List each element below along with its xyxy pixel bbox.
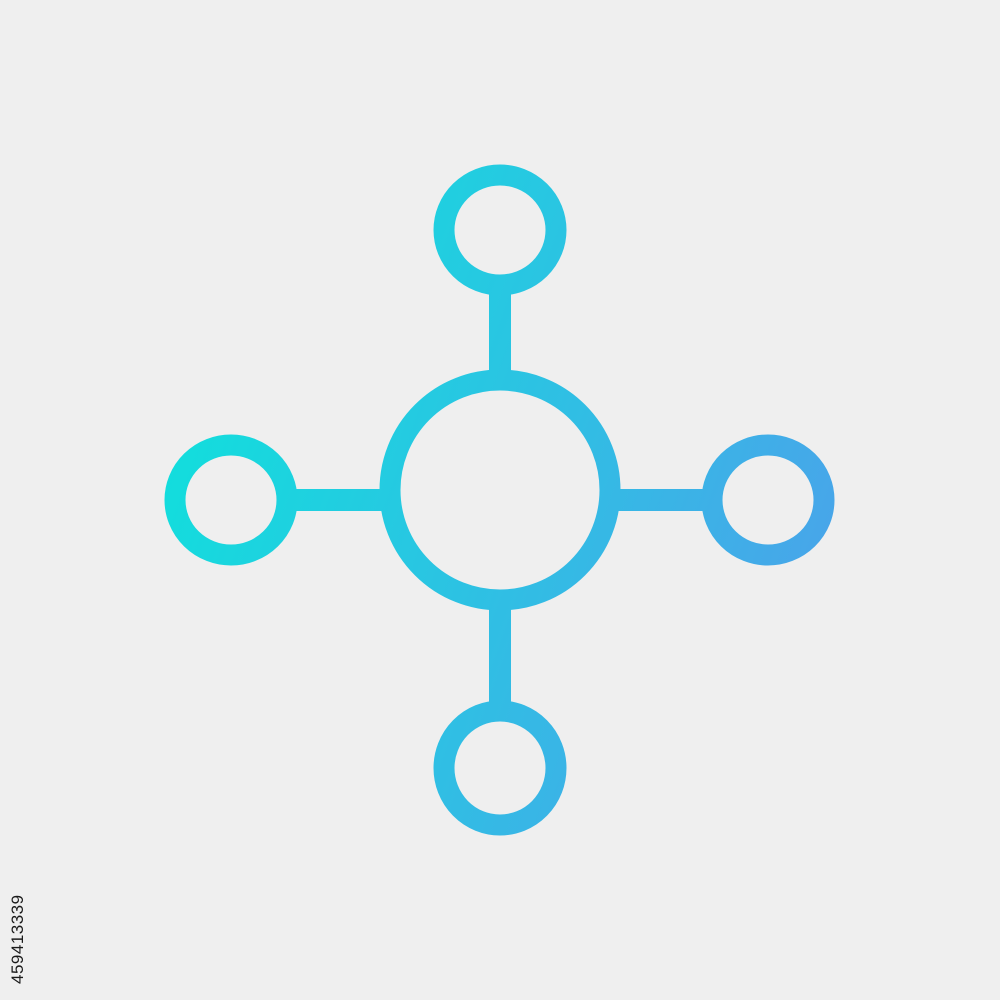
stock-id-label: 459413339: [8, 894, 27, 984]
bottom-connector: [489, 600, 511, 712]
left-connector: [290, 489, 390, 511]
left-node: [164, 434, 298, 566]
top-connector: [489, 288, 511, 381]
top-node: [433, 164, 567, 296]
right-node: [701, 434, 835, 566]
bottom-node: [433, 700, 567, 836]
center-node: [379, 369, 621, 611]
right-connector: [610, 489, 713, 511]
